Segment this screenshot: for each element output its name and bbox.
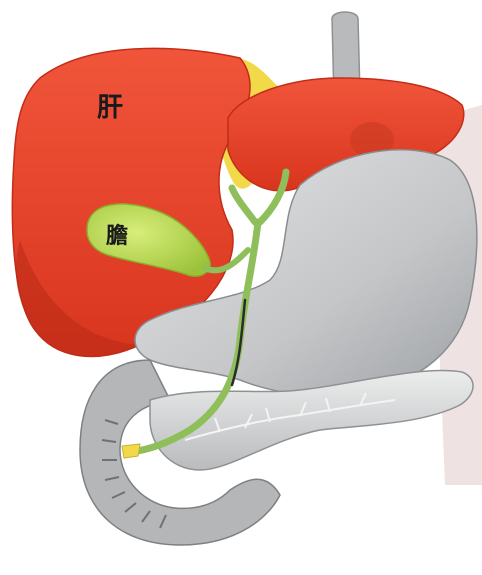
- liver-label: 肝: [97, 95, 123, 121]
- gallbladder-label: 膽: [106, 226, 128, 248]
- hepatic-duct-left: [232, 188, 255, 222]
- ampulla: [122, 444, 140, 458]
